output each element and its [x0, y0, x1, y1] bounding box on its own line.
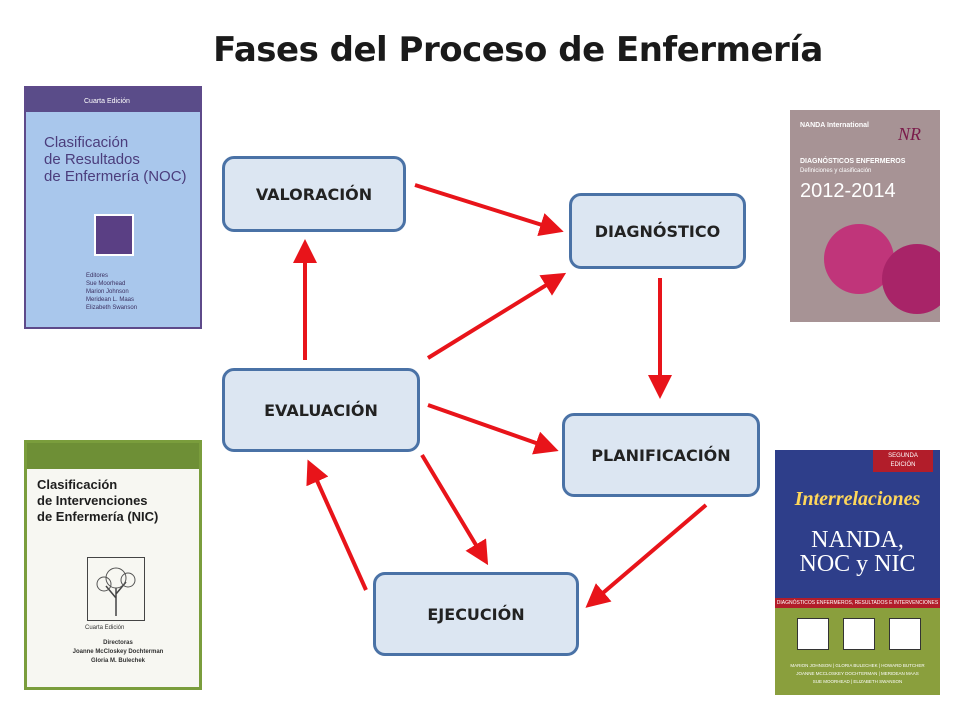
- node-diagnostico: DIAGNÓSTICO: [569, 193, 746, 269]
- cover-title-line: de Enfermería (NIC): [37, 509, 159, 524]
- cover-title: Clasificación de Resultados de Enfermerí…: [44, 134, 200, 185]
- cover-directors: Directoras Joanne McCloskey Dochterman G…: [43, 639, 193, 666]
- cover-author-line: SUE MOORHEAD | ELIZABETH SWANSON: [812, 679, 903, 684]
- cover-director: Gloria M. Bulechek: [90, 658, 145, 664]
- page-title: Fases del Proceso de Enfermería: [213, 30, 823, 70]
- cover-org: NANDA International: [800, 122, 869, 129]
- node-evaluacion: EVALUACIÓN: [222, 368, 420, 452]
- cover-subtitle-line: NOC y NIC: [799, 551, 916, 577]
- node-planificacion: PLANIFICACIÓN: [562, 413, 760, 497]
- cover-editor: Marion Johnson: [86, 289, 129, 295]
- cover-title: DIAGNÓSTICOS ENFERMEROS: [800, 158, 906, 165]
- tree-illustration-icon: [87, 557, 145, 621]
- decorative-shape: [882, 244, 940, 314]
- cover-author-line: MARION JOHNSON | GLORIA BULECHEK | HOWAR…: [790, 663, 925, 668]
- cover-edition: Cuarta Edición: [84, 98, 130, 105]
- cover-title-line: de Enfermería (NOC): [44, 168, 187, 185]
- arrow-evaluacion-to-planificacion: [427, 403, 559, 455]
- nanda-logo-icon: [797, 618, 829, 650]
- cover-edition: Cuarta Edición: [85, 625, 125, 631]
- arrow-planificacion-to-ejecucion: [585, 503, 708, 608]
- cover-edition-line: SEGUNDA: [888, 453, 918, 459]
- cover-editor: Editores: [86, 273, 109, 279]
- cover-title: Clasificación de Intervenciones de Enfer…: [37, 477, 197, 525]
- cover-subtitle: NANDA, NOC y NIC: [775, 528, 940, 576]
- cover-subtitle-line: NANDA,: [811, 527, 904, 553]
- cover-edition-line: EDICIÓN: [890, 462, 916, 468]
- cover-band: [27, 443, 199, 469]
- cover-editors: Editores Sue Moorhead Marion Johnson Mer…: [86, 272, 137, 312]
- noc-logo: [94, 214, 134, 256]
- cover-title-line: Clasificación: [44, 134, 129, 151]
- book-cover-interrelaciones: SEGUNDA EDICIÓN Interrelaciones NANDA, N…: [775, 450, 940, 695]
- book-cover-noc: Cuarta Edición Clasificación de Resultad…: [24, 86, 202, 329]
- cover-title-line: de Resultados: [44, 151, 140, 168]
- node-valoracion: VALORACIÓN: [222, 156, 406, 232]
- book-cover-nanda: NANDA International NR DIAGNÓSTICOS ENFE…: [790, 110, 940, 322]
- noc-logo-icon: [843, 618, 875, 650]
- cover-authors: MARION JOHNSON | GLORIA BULECHEK | HOWAR…: [781, 662, 934, 686]
- cover-title-line: Clasificación: [37, 477, 118, 492]
- cover-editor: Elizabeth Swanson: [86, 305, 138, 311]
- cover-title: Interrelaciones: [794, 488, 921, 510]
- cover-title-line: de Intervenciones: [37, 493, 148, 508]
- arrow-valoracion-to-diagnostico: [414, 183, 564, 237]
- arrow-evaluacion-to-ejecucion: [420, 453, 489, 566]
- cover-subtitle: Definiciones y clasificación: [800, 168, 872, 174]
- book-cover-nic: Clasificación de Intervenciones de Enfer…: [24, 440, 202, 690]
- nanda-logo: NR: [898, 124, 922, 144]
- cover-directors-label: Directoras: [103, 640, 133, 646]
- cover-band: DIAGNÓSTICOS ENFERMEROS, RESULTADOS E IN…: [775, 598, 940, 608]
- node-ejecucion: EJECUCIÓN: [373, 572, 579, 656]
- arrow-ejecucion-to-evaluacion: [306, 459, 368, 591]
- cover-editor: Meridean L. Maas: [86, 297, 135, 303]
- nic-logo-icon: [889, 618, 921, 650]
- arrow-evaluacion-to-diagnostico: [426, 272, 567, 360]
- cover-edition-badge: SEGUNDA EDICIÓN: [873, 450, 933, 472]
- cover-editor: Sue Moorhead: [86, 281, 126, 287]
- cover-director: Joanne McCloskey Dochterman: [72, 649, 164, 655]
- cover-band: [26, 88, 200, 112]
- cover-years: 2012-2014: [800, 180, 896, 202]
- cover-author-line: JOANNE MCCLOSKEY DOCHTERMAN | MERIDEAN M…: [796, 671, 919, 676]
